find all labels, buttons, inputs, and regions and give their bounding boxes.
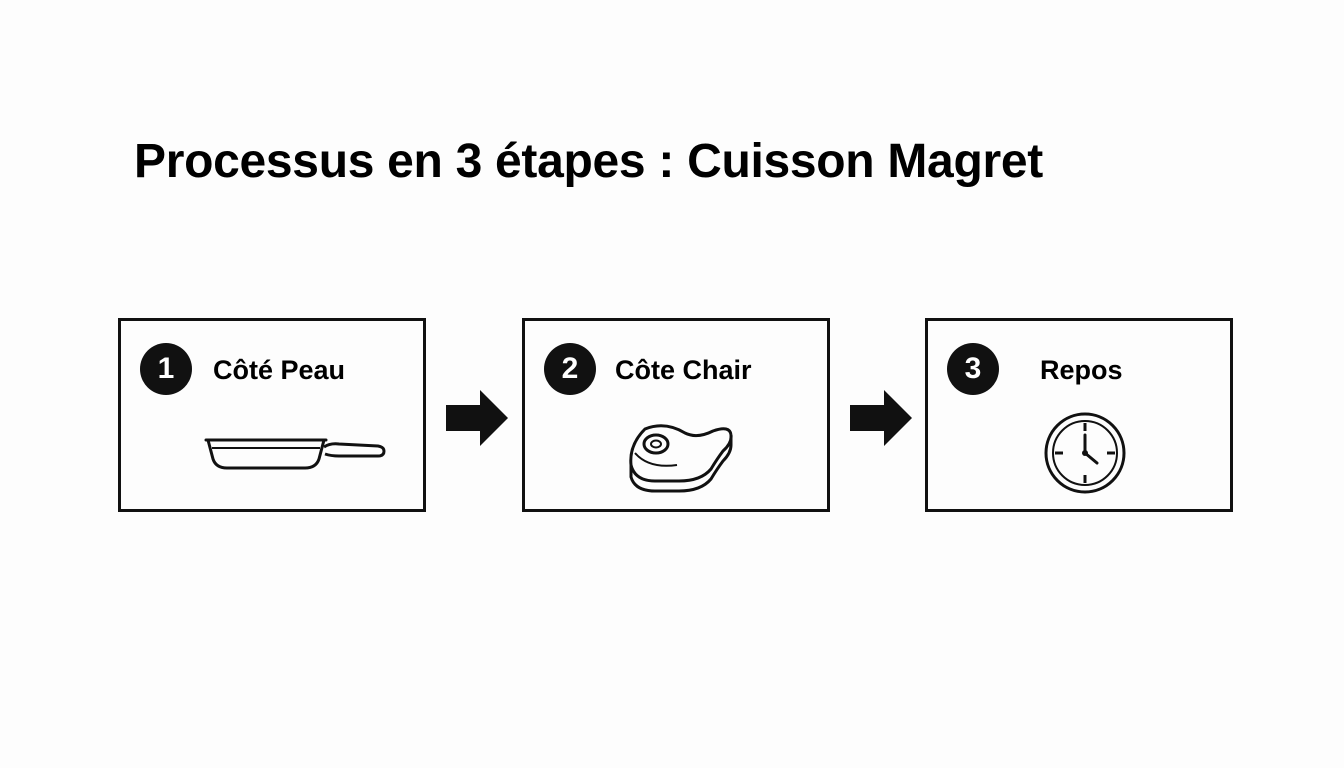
step-3-box: 3 Repos	[925, 318, 1233, 512]
right-arrow-icon	[850, 390, 912, 446]
meat-steak-icon	[629, 424, 733, 493]
step-2-box: 2 Côte Chair	[522, 318, 830, 512]
step-3-label: Repos	[1040, 355, 1123, 385]
step-1-number-badge: 1	[140, 343, 192, 395]
step-2-label: Côte Chair	[615, 355, 752, 385]
diagram-title: Processus en 3 étapes : Cuisson Magret	[134, 135, 1043, 188]
step-1-label: Côté Peau	[213, 355, 346, 385]
step-2-number-badge: 2	[544, 343, 596, 395]
clock-icon	[1044, 412, 1126, 494]
step-1-box: 1 Côté Peau	[118, 318, 426, 512]
step-3-number-badge: 3	[947, 343, 999, 395]
right-arrow-icon	[446, 390, 508, 446]
frying-pan-icon	[204, 438, 386, 470]
